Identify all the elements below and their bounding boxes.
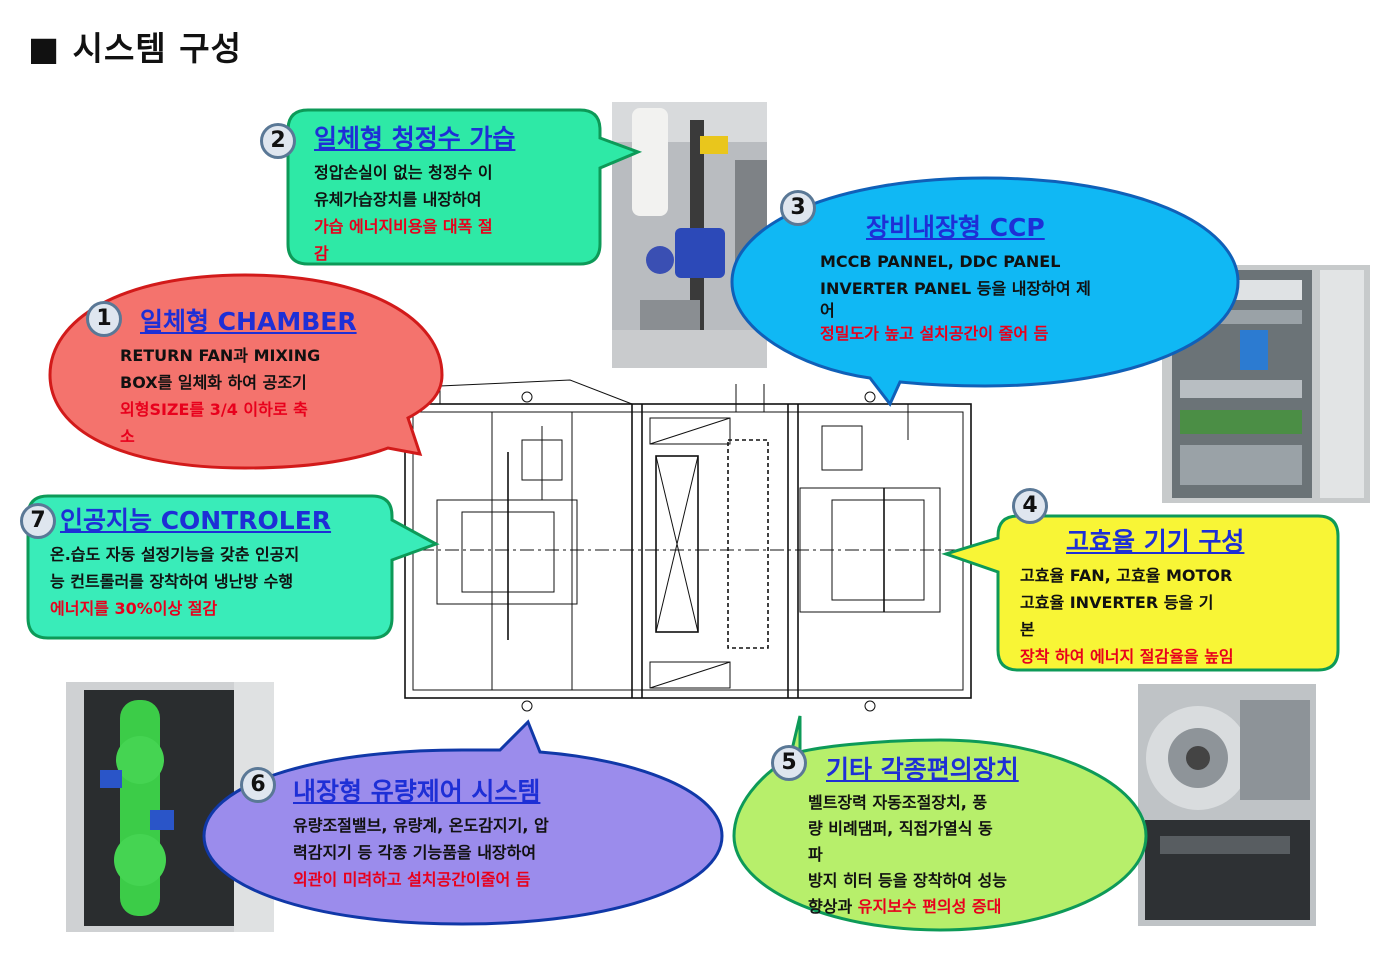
bubble-3 xyxy=(730,176,1240,407)
callout-5-heading: 기타 각종편의장치 xyxy=(826,755,1019,784)
badge-5: 5 xyxy=(771,745,807,781)
callout-7-heading: 인공지능 CONTROLER xyxy=(60,506,332,535)
bubble-2 xyxy=(286,108,643,266)
badge-4: 4 xyxy=(1012,488,1048,524)
callout-3-heading: 장비내장형 CCP xyxy=(866,213,1045,242)
bubble-1 xyxy=(48,273,444,470)
photo-control-panel xyxy=(1162,265,1370,503)
bubble-4 xyxy=(941,514,1340,672)
callout-6-heading: 내장형 유량제어 시스템 xyxy=(293,777,541,806)
bubble-6 xyxy=(202,719,724,926)
photo-motor xyxy=(1138,684,1316,926)
callout-1: 일체형 CHAMBER RETURN FAN과 MIXING BOX를 일체화 … xyxy=(120,307,357,446)
callout-2-heading: 일체형 청정수 가습 xyxy=(314,124,516,153)
badge-3: 3 xyxy=(780,190,816,226)
photo-humidifier xyxy=(612,102,767,368)
callout-4-heading: 고효율 기기 구성 xyxy=(1066,527,1245,556)
callout-7: 인공지능 CONTROLER 온.습도 자동 설정기능을 갖춘 인공지 능 컨트… xyxy=(50,506,332,618)
callout-5: 기타 각종편의장치 벨트장력 자동조절장치, 풍 량 비례댐퍼, 직접가열식 동… xyxy=(808,755,1019,916)
badge-2: 2 xyxy=(260,123,296,159)
callout-3: 장비내장형 CCP MCCB PANNEL, DDC PANEL INVERTE… xyxy=(820,213,1091,343)
callout-2: 일체형 청정수 가습 정압손실이 없는 청정수 이 유체가습장치를 내장하여 가… xyxy=(314,124,516,263)
unit-schematic xyxy=(404,379,972,712)
badge-6: 6 xyxy=(240,767,276,803)
badge-1: 1 xyxy=(86,301,122,337)
callout-4: 고효율 기기 구성 고효율 FAN, 고효율 MOTOR 고효율 INVERTE… xyxy=(1020,527,1245,666)
badge-7: 7 xyxy=(20,503,56,539)
callout-1-heading: 일체형 CHAMBER xyxy=(140,307,357,336)
callout-6: 내장형 유량제어 시스템 유량조절밸브, 유량계, 온도감지기, 압 력감지기 … xyxy=(293,777,549,889)
bubble-5 xyxy=(732,715,1148,932)
page-title: ■ 시스템 구성 xyxy=(28,29,242,68)
